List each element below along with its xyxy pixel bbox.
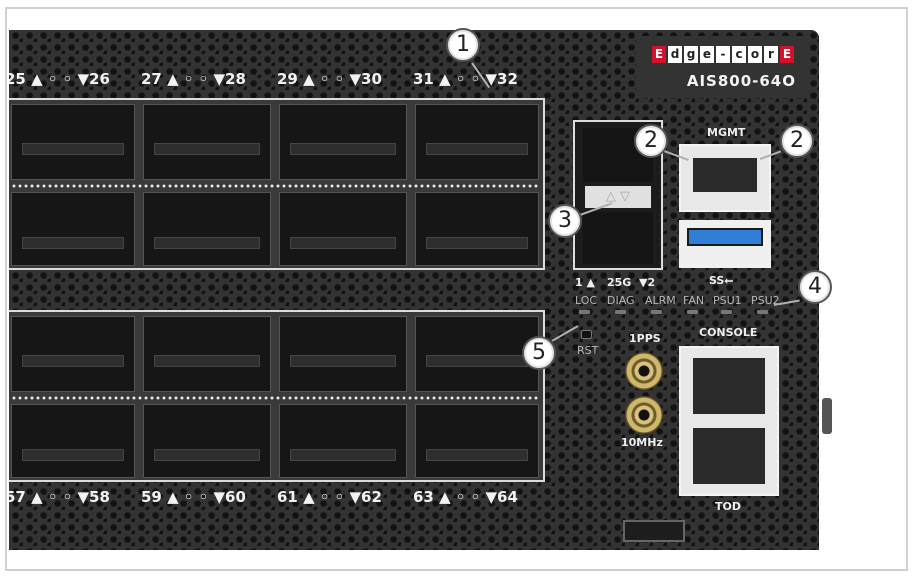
usb-port[interactable] <box>679 220 771 268</box>
switch-front-panel: 25 ▲ ◦ ◦ ▼26 27 ▲ ◦ ◦ ▼28 29 ▲ ◦ ◦ ▼30 3… <box>9 30 819 550</box>
callout-3: 3 <box>548 204 582 238</box>
qsfp-port[interactable] <box>11 104 135 180</box>
led-label-alrm: ALRM <box>645 294 676 307</box>
10mhz-label: 10MHz <box>621 436 663 449</box>
port-label-31-32: 31 ▲ ◦ ◦ ▼32 <box>413 70 518 88</box>
qsfp-port[interactable] <box>415 404 539 478</box>
sfp-led-window: △ ▽ <box>585 186 651 208</box>
qsfp-cage-block-top <box>9 98 545 270</box>
qsfp-cage-block-bottom <box>9 310 545 482</box>
sfp-speed-label: 25G <box>607 276 632 289</box>
alrm-led <box>651 310 662 314</box>
qsfp-port[interactable] <box>279 316 407 392</box>
console-port[interactable] <box>693 358 765 414</box>
led-label-fan: FAN <box>683 294 705 307</box>
qsfp-port[interactable] <box>415 316 539 392</box>
port-label-61-62: 61 ▲ ◦ ◦ ▼62 <box>277 488 382 506</box>
callout-5: 5 <box>522 336 556 370</box>
pps-bnc-connector[interactable] <box>625 352 663 390</box>
rst-label: RST <box>577 344 599 357</box>
led-label-diag: DIAG <box>607 294 635 307</box>
qsfp-port[interactable] <box>143 104 271 180</box>
qsfp-port[interactable] <box>415 104 539 180</box>
qsfp-port[interactable] <box>11 192 135 266</box>
led-label-psu2: PSU2 <box>751 294 780 307</box>
sfp-port-2[interactable] <box>583 212 653 264</box>
qsfp-port[interactable] <box>143 316 271 392</box>
console-label: CONSOLE <box>699 326 758 339</box>
10mhz-bnc-connector[interactable] <box>625 396 663 434</box>
fan-led <box>687 310 698 314</box>
port-label-27-28: 27 ▲ ◦ ◦ ▼28 <box>141 70 246 88</box>
qsfp-port[interactable] <box>415 192 539 266</box>
led-label-psu1: PSU1 <box>713 294 742 307</box>
port-label-59-60: 59 ▲ ◦ ◦ ▼60 <box>141 488 246 506</box>
port-label-25-26: 25 ▲ ◦ ◦ ▼26 <box>9 70 110 88</box>
reset-button[interactable] <box>581 330 592 339</box>
port-label-63-64: 63 ▲ ◦ ◦ ▼64 <box>413 488 518 506</box>
side-handle <box>822 398 832 434</box>
qsfp-port[interactable] <box>279 104 407 180</box>
qsfp-port[interactable] <box>279 192 407 266</box>
psu2-led <box>757 310 768 314</box>
loc-led <box>579 310 590 314</box>
led-label-loc: LOC <box>575 294 598 307</box>
qsfp-port[interactable] <box>143 404 271 478</box>
callout-1: 1 <box>446 28 480 62</box>
tod-label: TOD <box>715 500 741 513</box>
mgmt-rj45-port[interactable] <box>679 144 771 212</box>
qsfp-port[interactable] <box>143 192 271 266</box>
console-tod-block <box>679 346 779 496</box>
tod-port[interactable] <box>693 428 765 484</box>
qsfp-port[interactable] <box>11 404 135 478</box>
diag-led <box>615 310 626 314</box>
usb-label: SS⭠ <box>709 274 734 287</box>
sfp-port-1-label: 1 ▲ <box>575 276 595 289</box>
pps-label: 1PPS <box>629 332 661 345</box>
qsfp-port[interactable] <box>279 404 407 478</box>
mgmt-label: MGMT <box>707 126 746 139</box>
callout-2b: 2 <box>780 124 814 158</box>
model-label: AIS800-64O <box>686 72 796 90</box>
callout-4: 4 <box>798 270 832 304</box>
port-label-57-58: 57 ▲ ◦ ◦ ▼58 <box>9 488 110 506</box>
qsfp-port[interactable] <box>11 316 135 392</box>
port-label-29-30: 29 ▲ ◦ ◦ ▼30 <box>277 70 382 88</box>
psu1-led <box>721 310 732 314</box>
chassis-foot <box>623 520 685 542</box>
callout-2a: 2 <box>634 124 668 158</box>
sfp-port-2-label: ▼2 <box>639 276 656 289</box>
